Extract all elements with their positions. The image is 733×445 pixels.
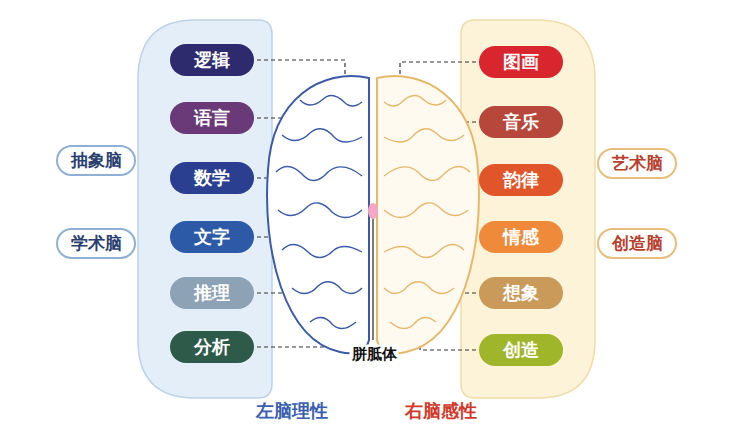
pill-text: 逻辑 (194, 48, 230, 72)
right-gyri (384, 95, 470, 328)
region-pill: 学术脑 (56, 228, 136, 259)
region-pill: 创造脑 (597, 228, 677, 259)
region-pill: 抽象脑 (56, 145, 136, 176)
label-text: 左脑理性 (256, 400, 328, 421)
function-pill: 情感 (479, 221, 563, 253)
function-pill: 韵律 (479, 164, 563, 196)
function-pill: 图画 (479, 46, 563, 78)
pill-text: 学术脑 (71, 232, 122, 255)
label-text: 右脑感性 (405, 400, 477, 421)
left-gyri (276, 95, 362, 328)
function-pill: 创造 (479, 334, 563, 366)
function-pill: 语言 (170, 102, 254, 134)
pill-text: 文字 (194, 225, 230, 249)
function-pill: 想象 (479, 277, 563, 309)
function-pill: 分析 (170, 331, 254, 363)
pill-text: 艺术脑 (612, 152, 663, 175)
gyrus (282, 244, 362, 257)
gyrus (300, 95, 362, 106)
pill-text: 创造 (503, 338, 539, 362)
gyrus (310, 317, 356, 328)
function-pill: 逻辑 (170, 44, 254, 76)
pill-text: 推理 (194, 281, 230, 305)
hemisphere-caption: 左脑理性 (254, 399, 330, 423)
gyrus (276, 166, 362, 180)
pill-text: 抽象脑 (71, 149, 122, 172)
gyrus (384, 203, 468, 218)
gyrus (390, 317, 436, 328)
hemisphere-caption: 右脑感性 (403, 399, 479, 423)
corpus-leader (372, 218, 373, 340)
pill-text: 韵律 (503, 168, 539, 192)
structure-label: 胼胝体 (350, 345, 399, 364)
gyrus (384, 95, 446, 106)
corpus-callosum-dot (368, 203, 378, 219)
gyrus (282, 129, 362, 142)
pill-text: 情感 (503, 225, 539, 249)
gyrus (384, 282, 454, 294)
gyrus (384, 166, 470, 180)
left-hemisphere (267, 76, 369, 353)
pill-text: 分析 (194, 335, 230, 359)
label-text: 胼胝体 (352, 345, 397, 363)
function-pill: 数学 (170, 162, 254, 194)
region-pill: 艺术脑 (597, 148, 677, 179)
function-pill: 推理 (170, 277, 254, 309)
pill-text: 创造脑 (612, 232, 663, 255)
function-pill: 文字 (170, 221, 254, 253)
gyrus (384, 244, 464, 257)
pill-text: 语言 (194, 106, 230, 130)
pill-text: 音乐 (503, 110, 539, 134)
gyrus (384, 129, 464, 142)
function-pill: 音乐 (479, 106, 563, 138)
pill-text: 想象 (503, 281, 539, 305)
gyrus (292, 282, 362, 294)
left-band (138, 20, 272, 398)
gyrus (278, 203, 362, 218)
right-hemisphere (377, 76, 479, 353)
right-band (461, 20, 595, 398)
pill-text: 图画 (503, 50, 539, 74)
pill-text: 数学 (194, 166, 230, 190)
